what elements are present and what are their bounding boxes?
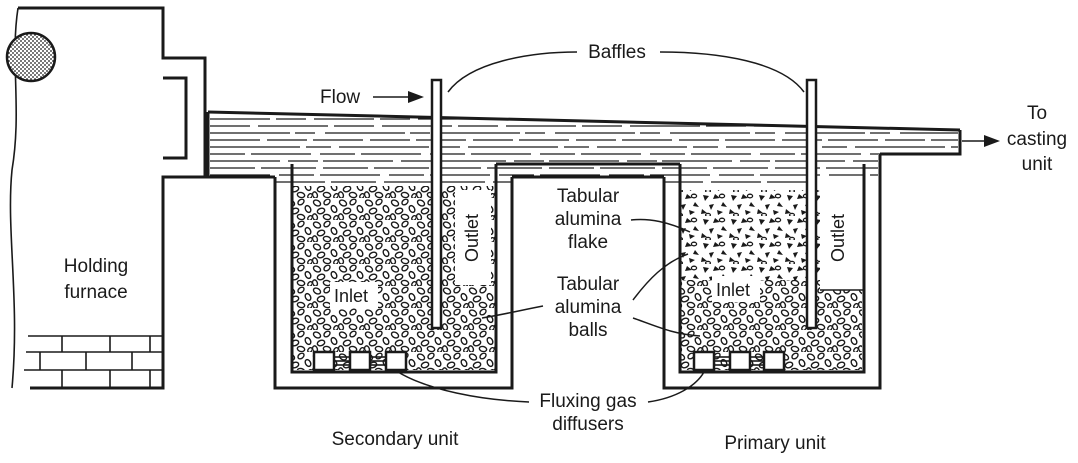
outflow-arrow-icon (984, 135, 1000, 147)
furnace-burner-port (5, 31, 57, 83)
flow-arrow-icon (408, 91, 424, 103)
balls-label-line1: Tabular (557, 274, 620, 295)
secondary-outlet-label: Outlet (462, 214, 482, 262)
balls-callout: Tabular alumina balls (481, 253, 701, 344)
diffusers-label-line1: Fluxing gas (539, 391, 636, 412)
flake-label-line1: Tabular (557, 186, 620, 207)
flow-annotation: Flow (320, 87, 424, 108)
furnace-brick-base (24, 335, 163, 388)
to-casting-annotation: To casting unit (962, 103, 1067, 175)
balls-label-line2: alumina (555, 297, 622, 318)
flow-label: Flow (320, 87, 360, 108)
to-casting-line3: unit (1022, 154, 1053, 175)
trough-outline (206, 110, 962, 179)
holding-furnace: Holding furnace (5, 6, 207, 390)
to-casting-line2: casting (1007, 129, 1067, 150)
flake-callout: Tabular alumina flake (540, 184, 691, 256)
to-casting-line1: To (1027, 103, 1047, 124)
primary-inlet-zone (712, 276, 760, 302)
primary-outlet-label: Outlet (828, 214, 848, 262)
holding-furnace-label-line2: furnace (64, 282, 127, 303)
primary-outlet-zone (820, 186, 862, 290)
baffles-annotation: Baffles (447, 42, 805, 93)
baffles-label: Baffles (588, 42, 646, 63)
primary-baffle (805, 78, 818, 330)
secondary-inlet-zone (330, 282, 378, 308)
secondary-outlet-zone (455, 190, 491, 285)
secondary-unit-label: Secondary unit (332, 429, 459, 450)
primary-unit: Inlet Outlet Primary unit (662, 78, 882, 454)
secondary-baffle (430, 78, 443, 330)
primary-unit-label: Primary unit (724, 433, 826, 454)
diffusers-label-line2: diffusers (552, 414, 623, 435)
secondary-unit: Inlet Outlet Secondary unit (273, 78, 680, 450)
holding-furnace-label-line1: Holding (64, 256, 128, 277)
secondary-inlet-label: Inlet (334, 286, 368, 306)
primary-inlet-label: Inlet (716, 280, 750, 300)
flake-label-line2: alumina (555, 209, 622, 230)
diffusers-callout: Fluxing gas diffusers (397, 371, 705, 435)
flake-label-line3: flake (568, 232, 608, 253)
balls-label-line3: balls (568, 320, 607, 341)
primary-fluxing-gas-diffusers (692, 350, 786, 372)
secondary-fluxing-gas-diffusers (312, 350, 408, 372)
